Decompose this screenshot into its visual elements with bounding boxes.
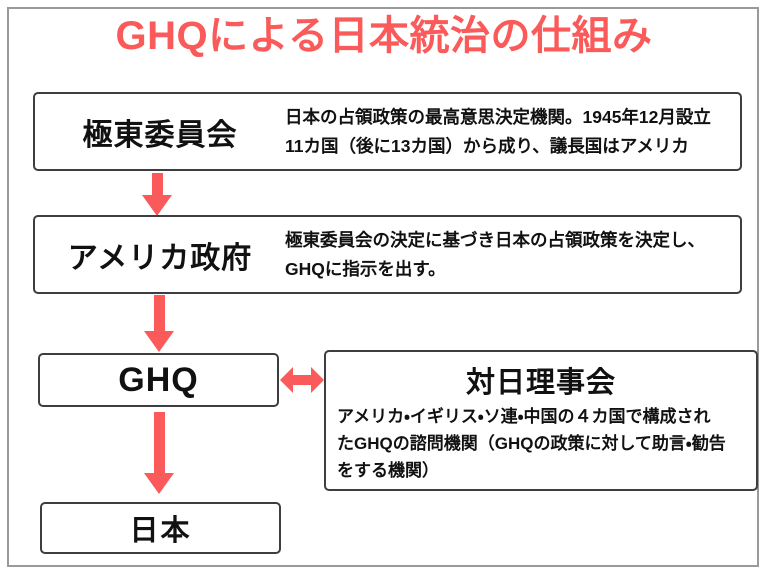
node-description: 日本の占領政策の最高意思決定機関。1945年12月設立 11カ国（後に13カ国）… (285, 103, 740, 160)
node-label: GHQ (118, 360, 199, 399)
node-us-government: アメリカ政府 極東委員会の決定に基づき日本の占領政策を決定し、 GHQに指示を出… (33, 215, 742, 294)
node-description: 極東委員会の決定に基づき日本の占領政策を決定し、 GHQに指示を出す。 (285, 226, 740, 283)
arrow-head-left (280, 367, 293, 393)
description-line: 極東委員会の決定に基づき日本の占領政策を決定し、 (285, 230, 705, 251)
arrow-head-right (311, 367, 324, 393)
description-line: たGHQの諮問機関（GHQの政策に対して助言・勧告 (337, 433, 726, 453)
node-label: 日本 (129, 515, 192, 547)
arrow-head (142, 195, 172, 216)
node-description: アメリカ・イギリス・ソ連・中国の４カ国で構成され たGHQの諮問機関（GHQの政… (326, 401, 756, 485)
description-line: 11カ国（後に13カ国）から成り、議長国はアメリカ (285, 135, 689, 156)
down-arrow-icon-fec-to-usgov (142, 173, 172, 216)
node-label: アメリカ政府 (67, 241, 253, 275)
arrow-shaft (153, 412, 165, 473)
node-japan: 日本 (40, 502, 281, 554)
node-label: 対日理事会 (465, 367, 616, 399)
arrow-shaft (151, 173, 163, 195)
double-arrow-icon-ghq-acj (280, 367, 324, 393)
arrow-head (144, 473, 174, 494)
arrow-shaft (153, 295, 165, 331)
down-arrow-icon-ghq-to-japan (144, 412, 174, 494)
arrow-head (144, 331, 174, 352)
node-allied-council-for-japan: 対日理事会 アメリカ・イギリス・ソ連・中国の４カ国で構成され たGHQの諮問機関… (324, 350, 758, 491)
diagram-title: GHQによる日本統治の仕組み (115, 14, 653, 58)
description-line: アメリカ・イギリス・ソ連・中国の４カ国で構成され (337, 407, 711, 426)
description-line: GHQに指示を出す。 (285, 258, 446, 279)
arrow-shaft (293, 375, 311, 385)
description-line: 日本の占領政策の最高意思決定機関。1945年12月設立 (285, 107, 711, 128)
down-arrow-icon-usgov-to-ghq (144, 295, 174, 352)
node-far-east-commission: 極東委員会 日本の占領政策の最高意思決定機関。1945年12月設立 11カ国（後… (33, 92, 742, 171)
description-line: をする機関） (337, 460, 439, 480)
node-ghq: GHQ (38, 353, 279, 407)
node-label: 極東委員会 (82, 118, 238, 152)
